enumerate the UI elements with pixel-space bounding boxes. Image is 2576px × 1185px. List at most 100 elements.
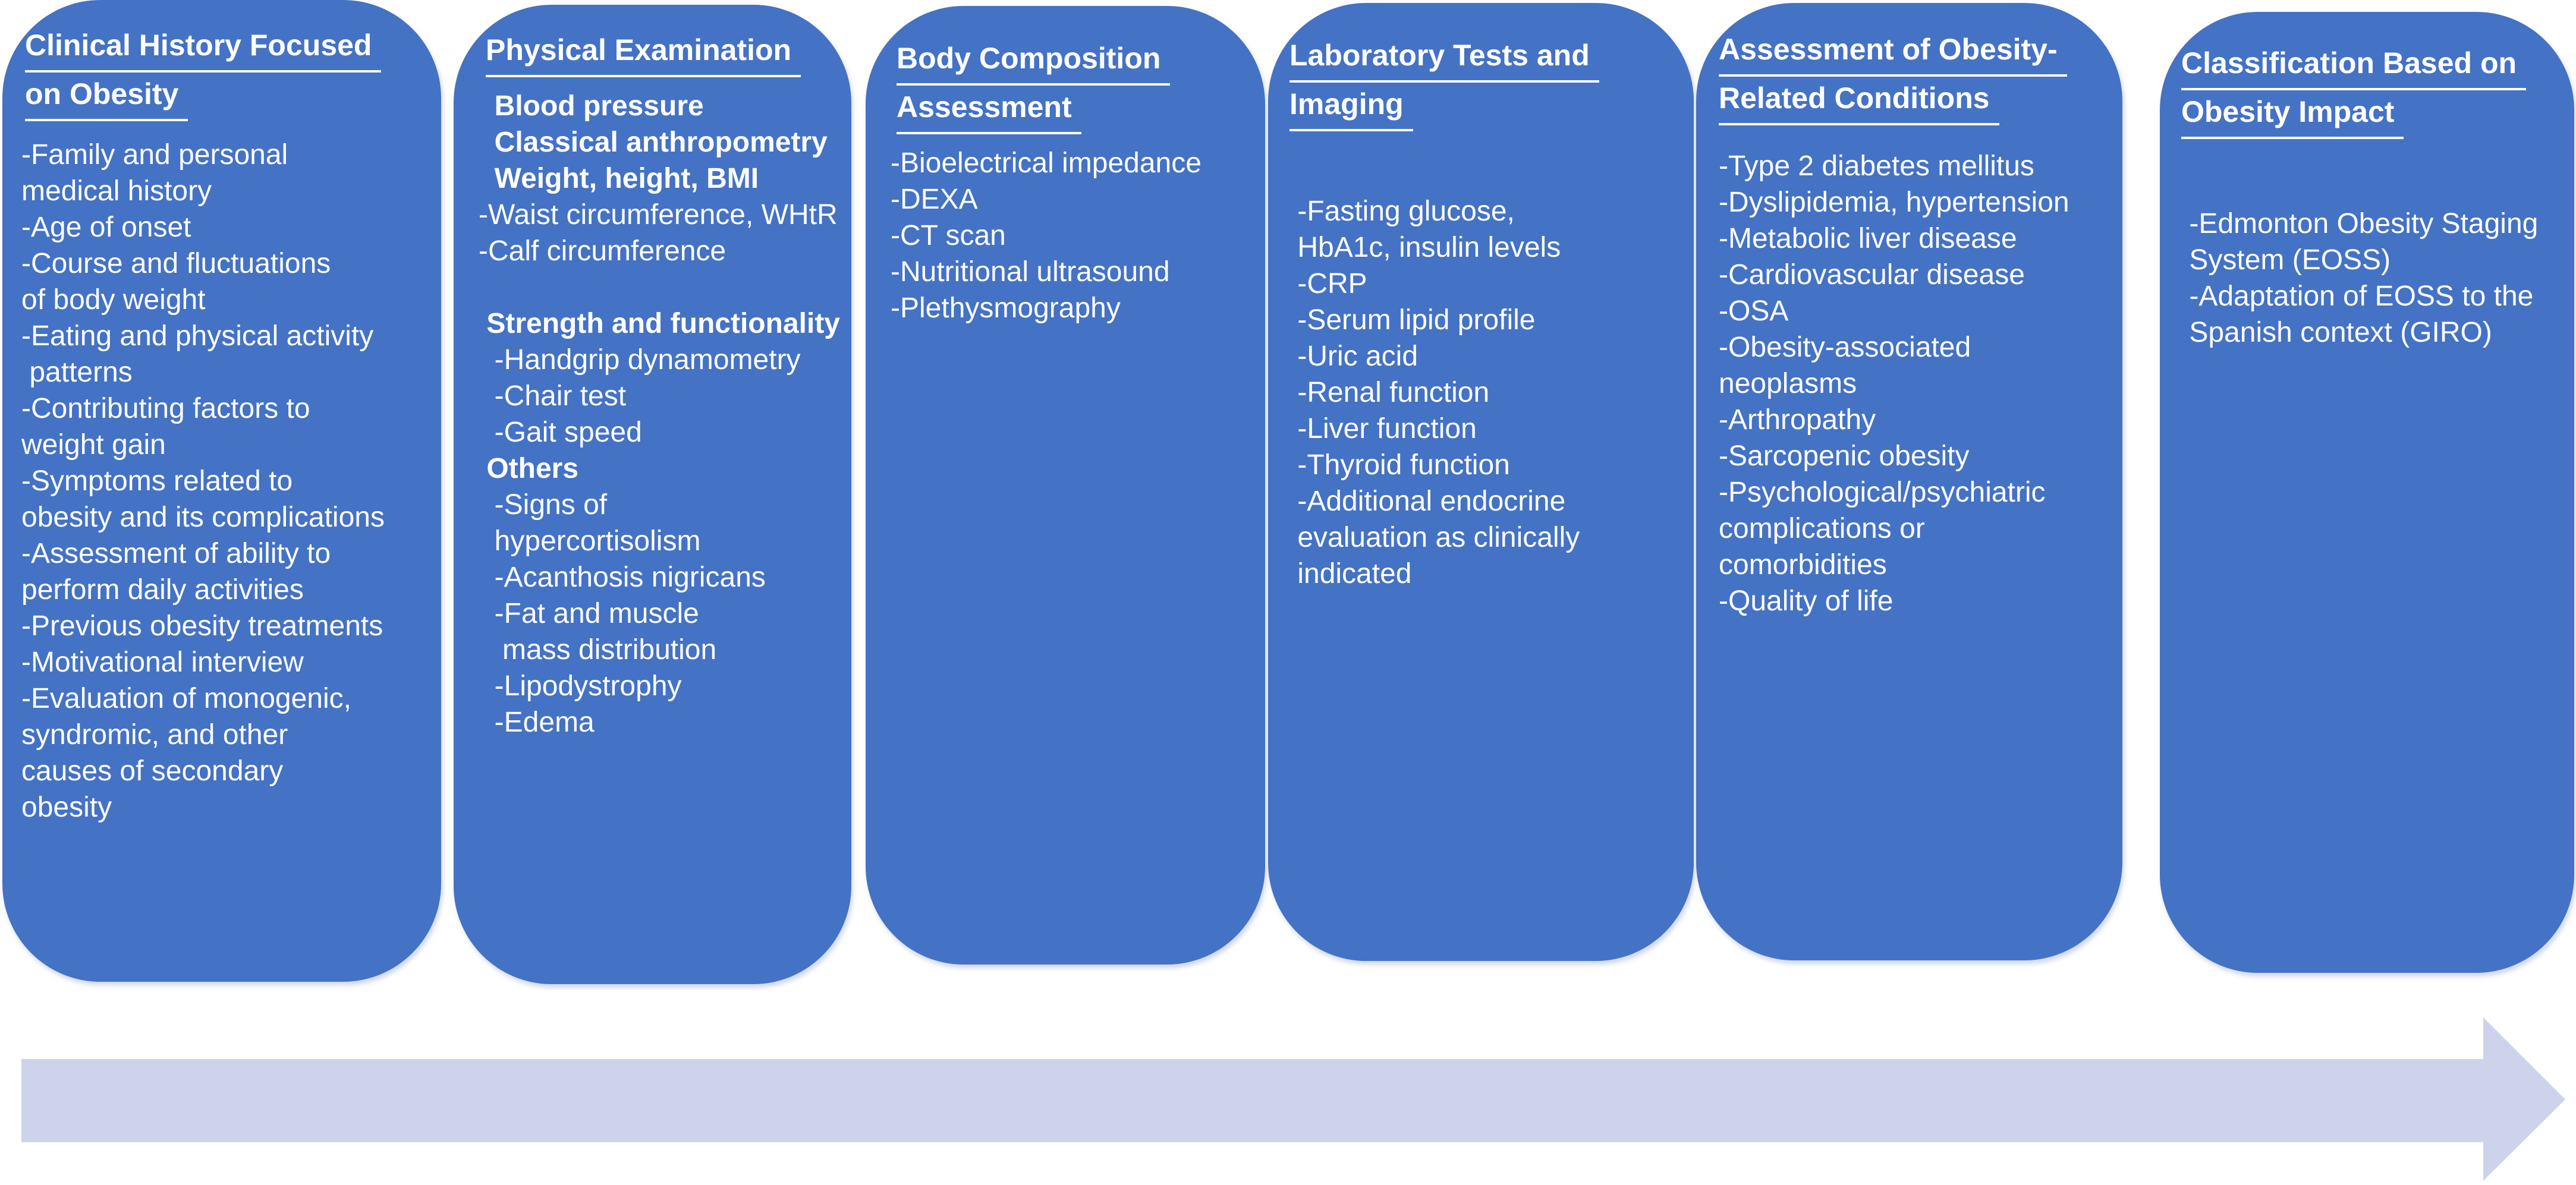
- laboratory-tests-imaging-line: -Renal function: [1289, 377, 1490, 408]
- obesity-related-conditions-title-text: Assessment of Obesity-: [1719, 28, 2067, 77]
- physical-examination-line: -Gait speed: [479, 417, 642, 448]
- obesity-related-conditions-line: -Dyslipidemia, hypertension: [1719, 187, 2069, 218]
- obesity-related-conditions-line: -Cardiovascular disease: [1719, 259, 2025, 291]
- physical-examination-line: hypercortisolism: [479, 525, 701, 557]
- body-composition-title-line: Assessment: [897, 86, 1259, 134]
- physical-examination-line: Others: [479, 453, 579, 484]
- obesity-related-conditions-line: -OSA: [1719, 295, 1789, 327]
- clinical-history-line: -Evaluation of monogenic,: [21, 683, 351, 714]
- physical-examination-line: -Waist circumference, WHtR: [479, 199, 838, 231]
- clinical-history-line: syndromic, and other: [21, 719, 288, 751]
- classification-obesity-impact-title-text: Classification Based on: [2181, 42, 2527, 90]
- physical-examination-title: Physical Examination: [486, 29, 845, 77]
- laboratory-tests-imaging-line: indicated: [1289, 558, 1412, 590]
- laboratory-tests-imaging-line: HbA1c, insulin levels: [1289, 232, 1561, 263]
- clinical-history-line: of body weight: [21, 284, 206, 316]
- clinical-history-line: -Family and personal: [21, 139, 288, 171]
- clinical-history-line: obesity and its complications: [21, 502, 385, 533]
- obesity-related-conditions-line: -Metabolic liver disease: [1719, 223, 2017, 254]
- clinical-history-line: -Course and fluctuations: [21, 248, 331, 279]
- physical-examination-line: Blood pressure: [479, 90, 704, 122]
- clinical-history-title-text: Clinical History Focused: [25, 24, 382, 73]
- laboratory-tests-imaging-title-line: Imaging: [1289, 83, 1688, 131]
- physical-examination-line: -Lipodystrophy: [479, 670, 682, 702]
- physical-examination-line: Weight, height, BMI: [479, 163, 759, 194]
- clinical-history-line: -Age of onset: [21, 212, 191, 243]
- physical-examination-title-line: Physical Examination: [486, 29, 845, 77]
- body-composition-line: -Plethysmography: [891, 292, 1121, 324]
- physical-examination-line: Classical anthropometry: [479, 127, 828, 158]
- clinical-history-line: perform daily activities: [21, 574, 304, 606]
- panel-physical-examination: Physical Examination Blood pressure Clas…: [454, 5, 851, 984]
- classification-obesity-impact-items: -Edmonton Obesity Staging System (EOSS) …: [2181, 206, 2568, 351]
- laboratory-tests-imaging-title-text: Imaging: [1289, 83, 1413, 131]
- body-composition-line: -CT scan: [891, 220, 1006, 251]
- clinical-history-line: -Motivational interview: [21, 647, 304, 678]
- physical-examination-line: mass distribution: [479, 634, 717, 666]
- clinical-history-title-text: on Obesity: [25, 73, 188, 121]
- classification-obesity-impact-title-line: Obesity Impact: [2181, 90, 2568, 139]
- laboratory-tests-imaging-title-text: Laboratory Tests and: [1289, 34, 1599, 83]
- clinical-history-line: -Contributing factors to: [21, 393, 310, 424]
- laboratory-tests-imaging-line: -CRP: [1289, 268, 1367, 300]
- obesity-related-conditions-line: -Quality of life: [1719, 585, 1894, 617]
- obesity-related-conditions-title: Assessment of Obesity-Related Conditions: [1719, 28, 2116, 125]
- laboratory-tests-imaging-line: -Additional endocrine: [1289, 486, 1566, 517]
- classification-obesity-impact-line: System (EOSS): [2181, 244, 2391, 276]
- obesity-related-conditions-title-line: Related Conditions: [1719, 77, 2116, 125]
- clinical-history-line: causes of secondary: [21, 755, 284, 787]
- laboratory-tests-imaging-line: -Fasting glucose,: [1289, 196, 1515, 227]
- right-arrow-shape: [21, 1017, 2565, 1181]
- physical-examination-line: -Edema: [479, 707, 595, 738]
- physical-examination-line: -Calf circumference: [479, 235, 726, 267]
- clinical-history-line: -Assessment of ability to: [21, 538, 331, 569]
- obesity-related-conditions-title-line: Assessment of Obesity-: [1719, 28, 2116, 77]
- laboratory-tests-imaging-title-line: Laboratory Tests and: [1289, 34, 1688, 83]
- obesity-related-conditions-line: complications or: [1719, 513, 1925, 544]
- clinical-history-line: medical history: [21, 175, 212, 207]
- body-composition-title-text: Body Composition: [897, 37, 1171, 86]
- physical-examination-line: -Fat and muscle: [479, 598, 699, 629]
- clinical-history-line: obesity: [21, 792, 112, 823]
- physical-examination-title-text: Physical Examination: [486, 29, 801, 77]
- clinical-history-line: patterns: [21, 357, 133, 388]
- laboratory-tests-imaging-line: evaluation as clinically: [1289, 522, 1580, 553]
- laboratory-tests-imaging-items: -Fasting glucose, HbA1c, insulin levels …: [1289, 193, 1688, 592]
- clinical-history-title-line: Clinical History Focused: [25, 24, 435, 73]
- physical-examination-line: -Chair test: [479, 380, 627, 412]
- obesity-related-conditions-line: -Psychological/psychiatric: [1719, 477, 2046, 508]
- body-composition-line: -Bioelectrical impedance: [891, 147, 1201, 179]
- panel-obesity-related-conditions: Assessment of Obesity-Related Conditions…: [1696, 3, 2122, 960]
- body-composition-title-line: Body Composition: [897, 37, 1259, 86]
- obesity-related-conditions-line: -Arthropathy: [1719, 404, 1876, 436]
- clinical-history-line: -Symptoms related to: [21, 465, 293, 497]
- body-composition-items: -Bioelectrical impedance-DEXA-CT scan-Nu…: [891, 145, 1259, 326]
- classification-obesity-impact-title-text: Obesity Impact: [2181, 90, 2404, 139]
- physical-examination-line: -Signs of: [479, 489, 608, 521]
- obesity-related-conditions-line: -Type 2 diabetes mellitus: [1719, 150, 2034, 182]
- obesity-related-conditions-line: -Obesity-associated: [1719, 332, 1971, 363]
- physical-examination-line: -Acanthosis nigricans: [479, 562, 766, 593]
- physical-examination-line: Strength and functionality: [479, 308, 840, 339]
- obesity-related-conditions-title-text: Related Conditions: [1719, 77, 1999, 125]
- obesity-related-conditions-items: -Type 2 diabetes mellitus -Dyslipidemia, …: [1719, 148, 2116, 619]
- clinical-history-title-line: on Obesity: [25, 73, 435, 121]
- laboratory-tests-imaging-line: -Liver function: [1289, 413, 1477, 445]
- body-composition-line: -Nutritional ultrasound: [891, 256, 1170, 288]
- clinical-history-line: -Eating and physical activity: [21, 320, 374, 352]
- physical-examination-line: [479, 269, 845, 305]
- obesity-related-conditions-line: neoplasms: [1719, 368, 1857, 399]
- clinical-history-line: -Previous obesity treatments: [21, 610, 383, 642]
- clinical-history-line: weight gain: [21, 429, 166, 461]
- laboratory-tests-imaging-line: -Thyroid function: [1289, 449, 1510, 481]
